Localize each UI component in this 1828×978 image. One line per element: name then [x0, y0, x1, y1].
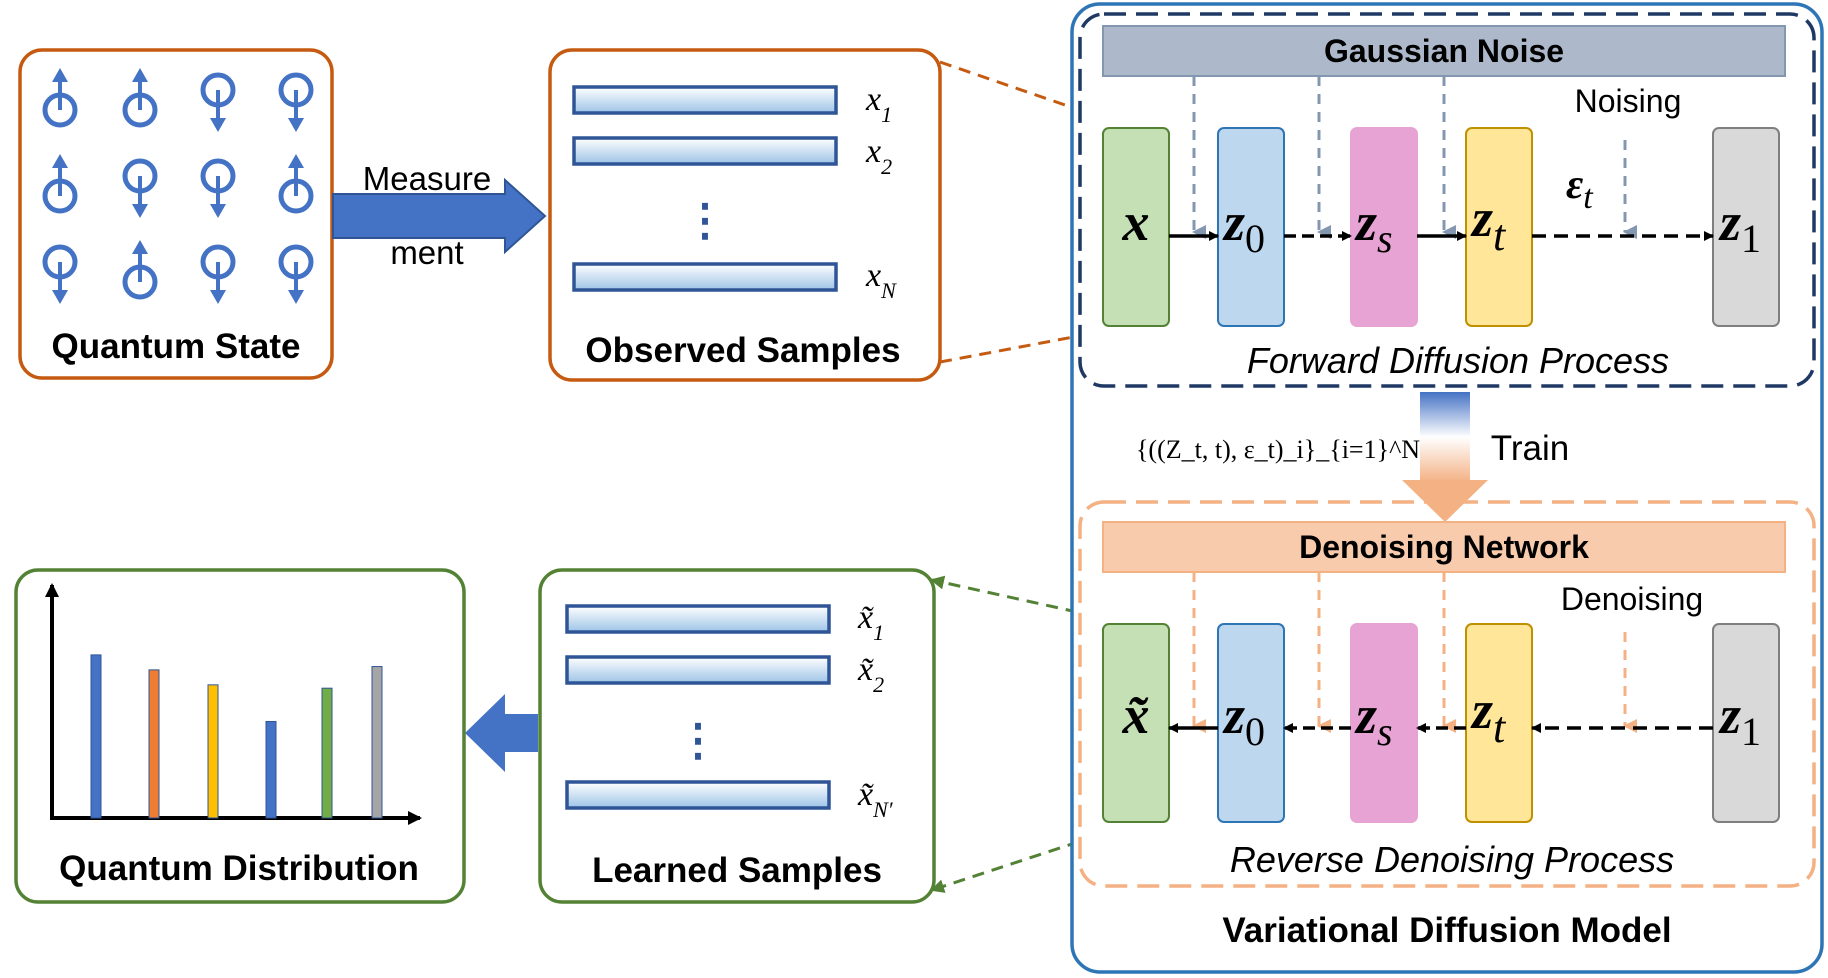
- train-arrow-shaft: [1420, 392, 1470, 482]
- observed-ellipsis: ⋮: [683, 196, 727, 245]
- learned-sample-label-n: x̃N′: [857, 776, 894, 822]
- reverse-var-z1: z1: [1718, 685, 1761, 754]
- reverse-var-z0: z0: [1222, 685, 1265, 754]
- measurement-label-line2: ment: [390, 234, 463, 271]
- measurement-arrow: [332, 177, 547, 255]
- reverse-var-x-tilde: x̃: [1122, 685, 1150, 745]
- train-label: Train: [1491, 429, 1569, 468]
- observed-sample-bar-1: [572, 85, 838, 115]
- learned-sample-label-2: x̃2: [857, 651, 884, 697]
- forward-var-x: x: [1122, 192, 1150, 252]
- chart-bar: [265, 720, 277, 819]
- denoising-network-label: Denoising Network: [1299, 529, 1589, 565]
- forward-var-zt: zt: [1470, 188, 1507, 260]
- observed-sample-bar-2: [572, 136, 838, 166]
- train-formula: {((Z_t, t), ε_t)_i}_{i=1}^N: [1136, 435, 1420, 464]
- x-tilde-to-learned-connector-bottom: [930, 821, 1137, 893]
- noising-label: Noising: [1575, 83, 1682, 119]
- gaussian-noise-header: [1102, 25, 1786, 77]
- forward-block-x: [1102, 127, 1170, 327]
- epsilon-t-label: εt: [1566, 162, 1594, 216]
- vdm-title: Variational Diffusion Model: [1222, 911, 1671, 950]
- chart-bar: [148, 669, 160, 819]
- x-tilde-to-learned-connector-top: [930, 575, 1137, 627]
- learned-ellipsis: ⋮: [676, 716, 720, 765]
- denoising-network-header: [1102, 521, 1786, 573]
- learned-samples-box: [538, 568, 936, 904]
- denoising-label: Denoising: [1561, 581, 1703, 617]
- chart-bar: [207, 684, 219, 819]
- reverse-var-zs: zs: [1354, 685, 1393, 754]
- learned-sample-label-1: x̃1: [857, 599, 884, 645]
- observed-samples-box: [548, 48, 942, 382]
- observed-sample-bar-n: [572, 262, 838, 292]
- forward-process-box: [1078, 12, 1816, 388]
- forward-block-z0: [1217, 127, 1285, 327]
- reverse-block-z1: [1712, 623, 1780, 823]
- forward-var-z0: z0: [1222, 192, 1265, 261]
- forward-block-zs: [1350, 127, 1418, 327]
- reverse-var-zt: zt: [1470, 680, 1507, 752]
- chart-bar: [321, 687, 333, 819]
- learned-sample-bar-1: [565, 604, 831, 634]
- forward-block-zt: [1465, 127, 1533, 327]
- forward-var-z1: z1: [1718, 192, 1761, 261]
- forward-block-z1: [1712, 127, 1780, 327]
- measurement-label-line1: Measure: [363, 160, 491, 197]
- observed-sample-label-n: xN: [865, 257, 897, 303]
- observed-samples-label: Observed Samples: [585, 331, 900, 370]
- quantum-state-label: Quantum State: [52, 327, 301, 366]
- observed-sample-label-1: x1: [865, 81, 892, 127]
- learned-sample-bar-2: [565, 655, 831, 685]
- forward-var-zs: zs: [1354, 192, 1393, 261]
- bar-group: [90, 654, 383, 819]
- chart-bar: [371, 666, 383, 819]
- reverse-process-box: [1078, 500, 1816, 888]
- learned-to-distribution-arrow: [465, 694, 538, 772]
- reverse-process-label: Reverse Denoising Process: [1230, 839, 1674, 880]
- gaussian-noise-label: Gaussian Noise: [1324, 33, 1564, 69]
- learned-sample-bar-n: [565, 780, 831, 810]
- learned-samples-label: Learned Samples: [592, 851, 882, 890]
- observed-sample-label-2: x2: [865, 133, 892, 179]
- quantum-distribution-label: Quantum Distribution: [59, 849, 419, 888]
- forward-process-label: Forward Diffusion Process: [1247, 340, 1669, 381]
- chart-bar: [90, 654, 102, 819]
